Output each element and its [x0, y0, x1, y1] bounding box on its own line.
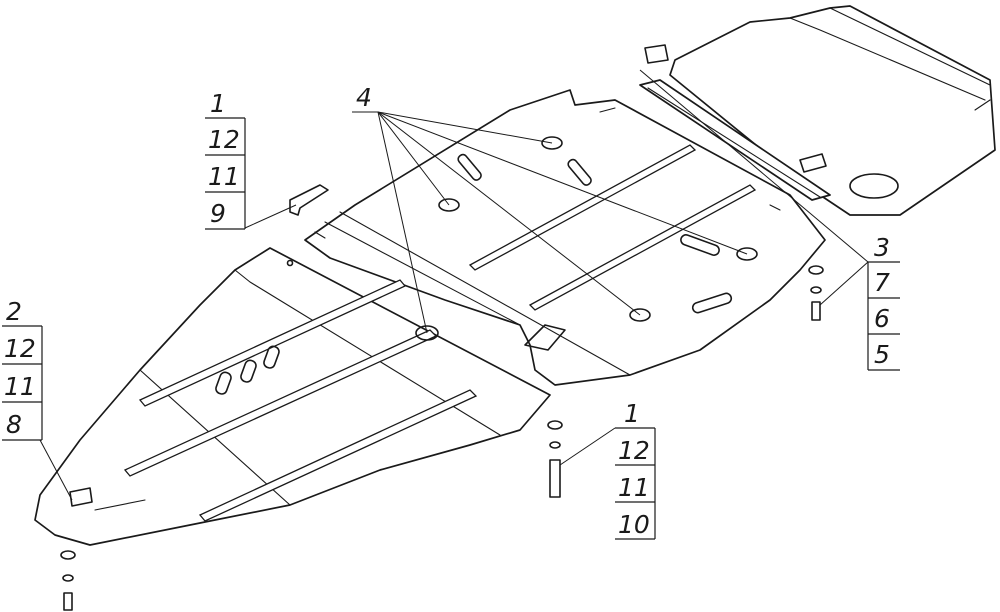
callout-top-left-1: 1 — [210, 89, 226, 118]
callout-top-left-4: 9 — [210, 199, 226, 228]
callout-group-bottom-center: 1 12 11 10 — [615, 399, 656, 540]
callout-bottom-left-3: 11 — [4, 372, 36, 401]
callout-bottom-center-4: 10 — [618, 510, 650, 539]
callout-top-left-2: 12 — [208, 125, 240, 154]
callout-group-left-bottom: 2 12 11 8 — [2, 297, 43, 441]
callout-bottom-center-2: 12 — [618, 436, 650, 465]
callout-bottom-center-3: 11 — [618, 473, 650, 502]
fastener-stack-front — [60, 550, 76, 611]
callout-top-left-3: 11 — [208, 162, 240, 191]
leader-lines — [39, 69, 869, 501]
callout-bottom-left-4: 8 — [6, 410, 22, 439]
callout-group-left-top: 1 12 11 9 — [205, 89, 246, 230]
callout-right-1: 3 — [874, 233, 890, 262]
callout-right-4: 5 — [874, 340, 890, 369]
front-skid-plate — [34, 247, 551, 546]
fastener-stack-center — [547, 420, 563, 498]
callout-bottom-center-1: 1 — [624, 399, 640, 428]
callout-4: 4 — [356, 83, 372, 112]
callout-bottom-left-1: 2 — [6, 297, 22, 326]
callout-right-3: 6 — [874, 304, 890, 333]
bracket-9 — [289, 184, 329, 216]
callout-right-2: 7 — [874, 268, 890, 297]
callout-group-right: 3 7 6 5 — [867, 233, 900, 371]
callout-bottom-left-2: 12 — [4, 334, 36, 363]
center-skid-plate — [304, 89, 826, 386]
fastener-stack-right — [808, 265, 824, 321]
